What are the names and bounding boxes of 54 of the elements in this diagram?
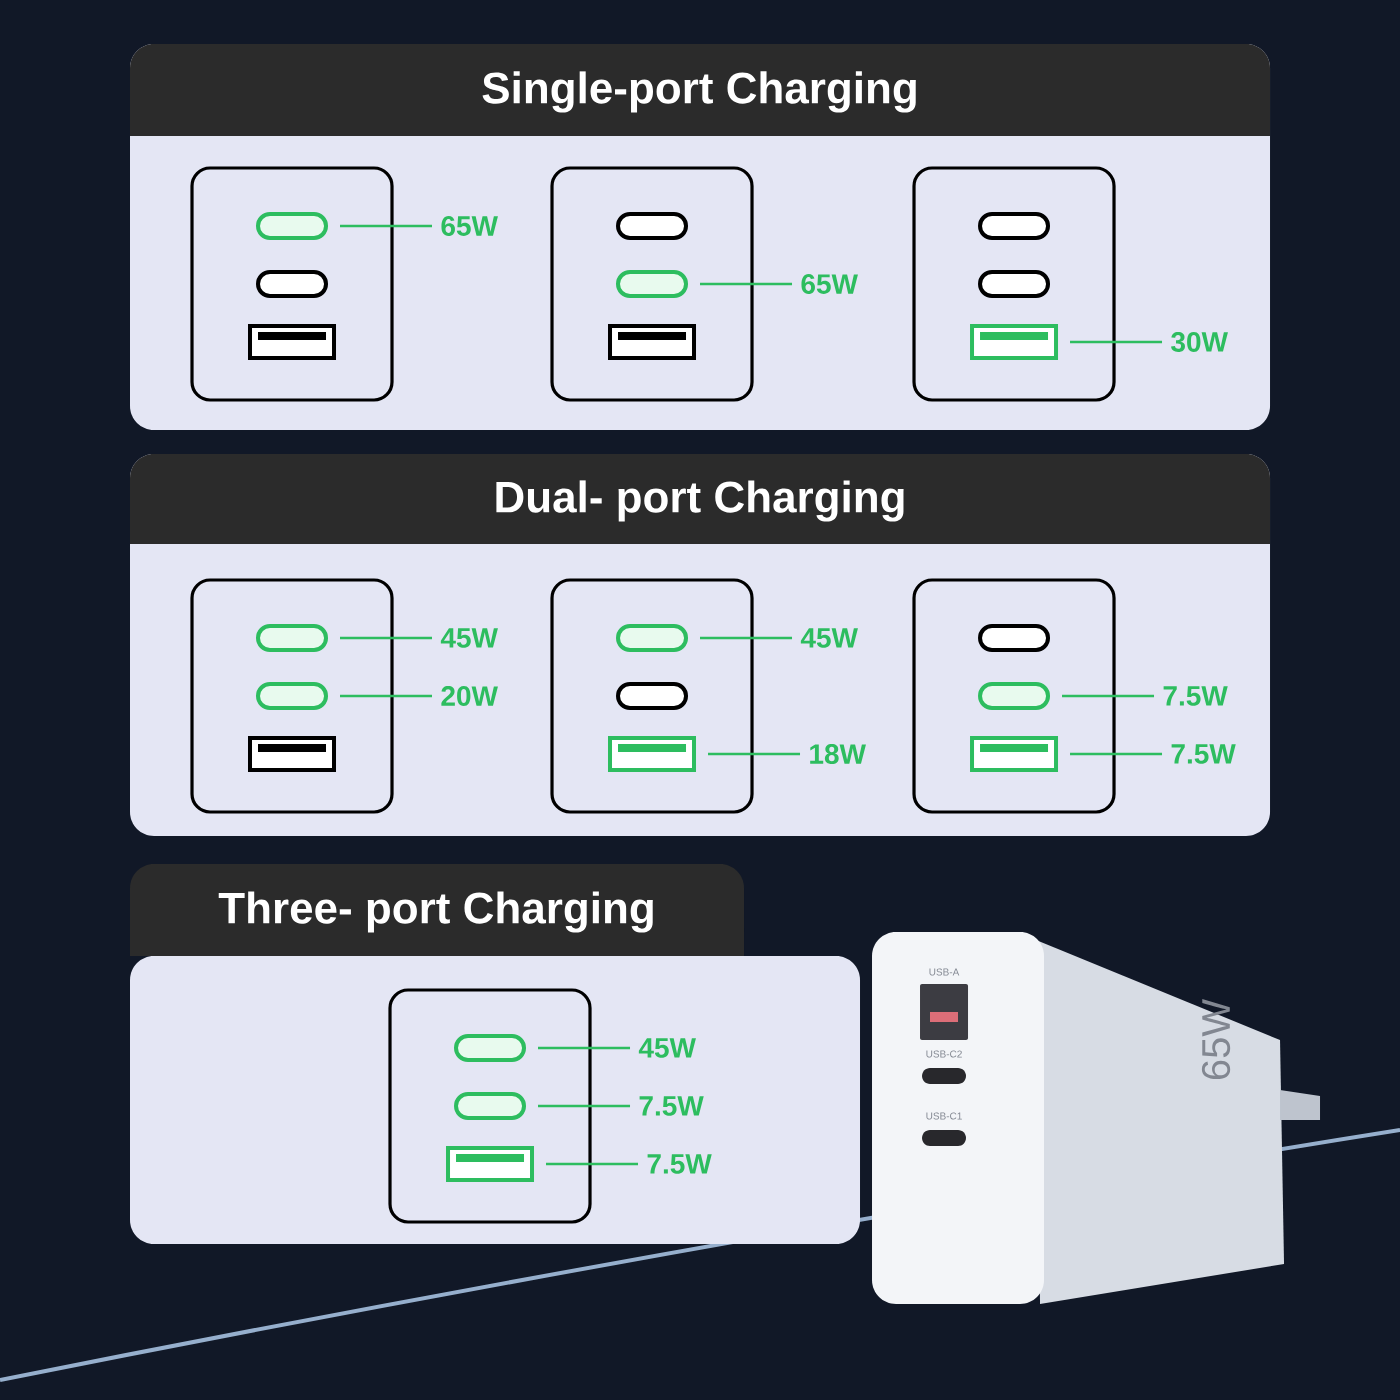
leader-line: [1070, 340, 1162, 344]
usb-c-port-icon: [616, 682, 688, 710]
leader-line: [700, 282, 792, 286]
usb-c-port-icon: [256, 270, 328, 298]
usb-c-port-icon: [256, 682, 328, 710]
charger-outline: [550, 166, 754, 402]
leader-line: [700, 636, 792, 640]
wattage-label: 65W: [441, 216, 498, 236]
usb-c-port-icon: [454, 1034, 526, 1062]
wattage-label: 45W: [638, 1038, 696, 1058]
wattage-label: 18W: [810, 744, 866, 764]
wattage-label: 30W: [1171, 332, 1228, 352]
usb-c-port-icon: [616, 270, 688, 298]
usb-c-port-icon: [978, 270, 1050, 298]
usb-c-port-icon: [256, 624, 328, 652]
wattage-label: 7.5W: [1163, 686, 1228, 706]
usb-a-port-icon: [970, 324, 1058, 360]
node-label: Three- port Charging: [218, 891, 653, 933]
wattage-label: 45W: [800, 628, 858, 648]
leader-line: [538, 1104, 630, 1108]
leader-line: [340, 694, 432, 698]
charger-outline: [912, 578, 1116, 814]
wattage-print: 65W: [1201, 999, 1231, 1080]
leader-line: [708, 752, 800, 756]
charger-outline: [550, 578, 754, 814]
usb-c-port-icon: [256, 212, 328, 240]
wattage-label: 7.5W: [639, 1096, 704, 1116]
usb-a-port-icon: [446, 1146, 534, 1182]
leader-line: [538, 1046, 630, 1050]
wattage-label: 7.5W: [1171, 744, 1236, 764]
wattage-label: 45W: [440, 628, 498, 648]
charger-outline: [190, 578, 394, 814]
usb-c-port-icon: [616, 624, 688, 652]
usb-a-port-icon: [248, 324, 336, 360]
charger-outline: [388, 988, 592, 1224]
leader-line: [1062, 694, 1154, 698]
usb-c-port-icon: [978, 212, 1050, 240]
charger-outline: [190, 166, 394, 402]
usb-c-port-icon: [978, 624, 1050, 652]
charger-outline: [912, 166, 1116, 402]
usb-a-port-icon: [608, 736, 696, 772]
usb-a-port-icon: [608, 324, 696, 360]
usb-c-port-icon: [454, 1092, 526, 1120]
leader-line: [340, 224, 432, 228]
leader-line: [1070, 752, 1162, 756]
wattage-label: 7.5W: [647, 1154, 712, 1174]
usb-a-port-icon: [248, 736, 336, 772]
wattage-label: 65W: [801, 274, 858, 294]
wattage-label: 20W: [441, 686, 498, 706]
usb-c-port-icon: [978, 682, 1050, 710]
leader-line: [340, 636, 432, 640]
usb-c-port-icon: [616, 212, 688, 240]
leader-line: [546, 1162, 638, 1166]
usb-a-port-icon: [970, 736, 1058, 772]
